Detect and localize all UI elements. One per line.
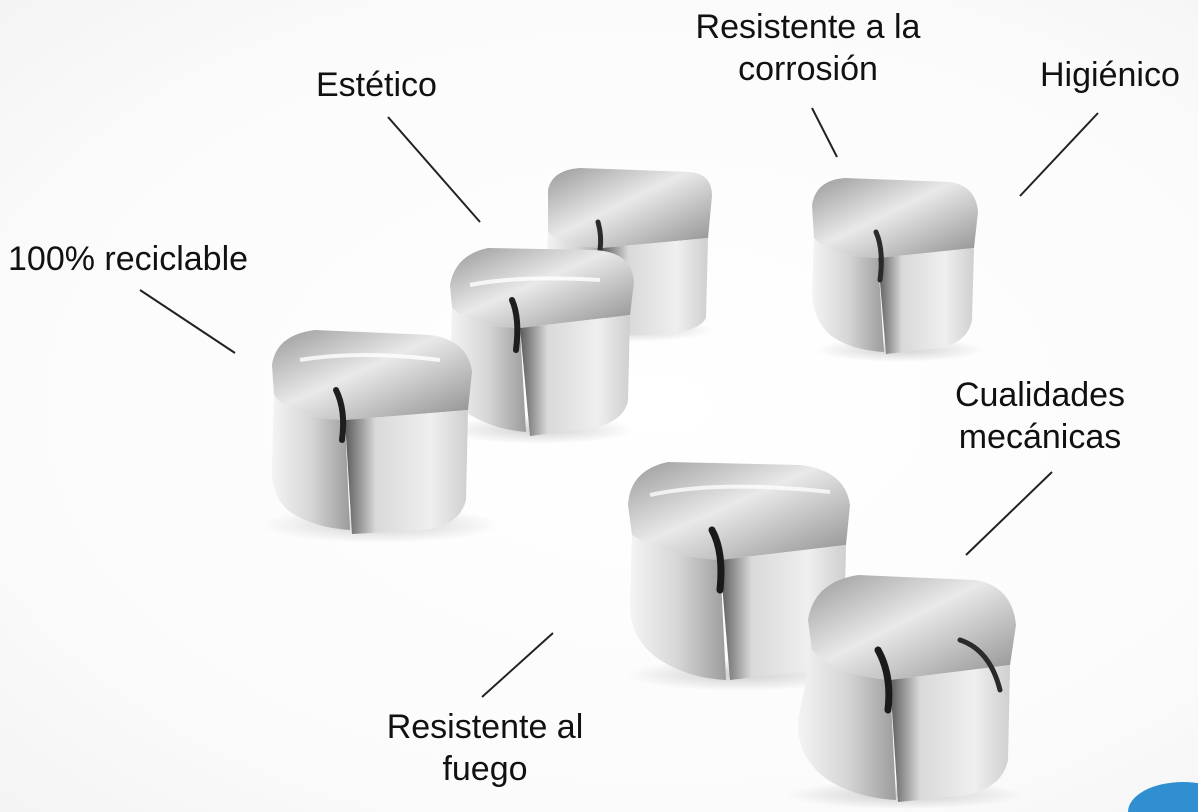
- steel-cube: [449, 248, 634, 436]
- label-higienico: Higiénico: [1040, 56, 1180, 94]
- callout-line: [965, 471, 1053, 556]
- label-reciclable: 100% reciclable: [8, 240, 249, 278]
- label-fuego: Resistente al fuego: [386, 708, 584, 788]
- steel-cube: [797, 575, 1016, 802]
- label-estetico: Estético: [316, 66, 437, 104]
- callout-line: [1019, 112, 1099, 197]
- steel-cube: [271, 330, 472, 534]
- label-corrosion: Resistente a la corrosión: [695, 8, 921, 88]
- steel-cube: [812, 178, 978, 354]
- callout-line: [139, 289, 236, 354]
- callout-line: [811, 107, 838, 158]
- callout-line: [481, 632, 554, 698]
- callout-line: [387, 116, 481, 223]
- label-mecanicas: Cualidades mecánicas: [954, 376, 1126, 456]
